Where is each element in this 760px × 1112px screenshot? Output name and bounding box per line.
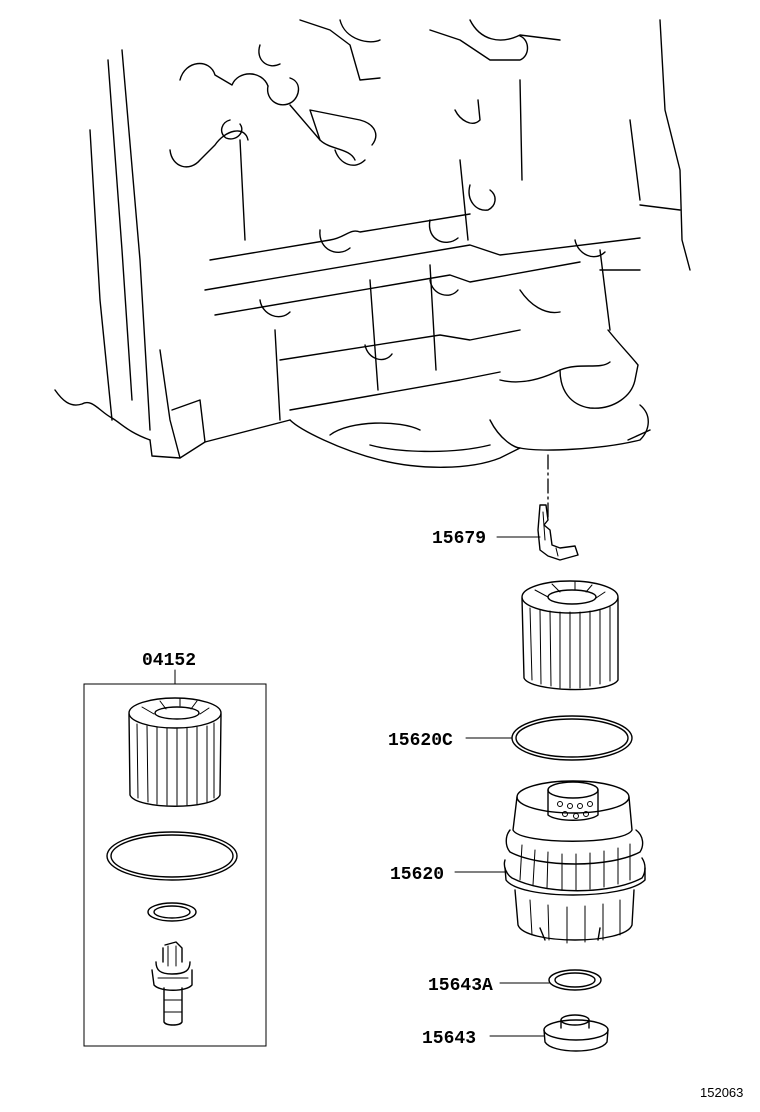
part-label-15643A: 15643A: [428, 976, 493, 996]
o-ring-15620C-inner: [515, 718, 629, 758]
part-label-15620C: 15620C: [388, 731, 453, 751]
part-label-15643: 15643: [422, 1029, 476, 1049]
kit-washer: [147, 902, 197, 922]
kit-filter-element-drawing: [128, 697, 222, 807]
washer-15643A-inner: [554, 972, 596, 988]
part-label-15620: 15620: [390, 865, 444, 885]
part-label-15679: 15679: [432, 529, 486, 549]
washer-15643A: [548, 969, 602, 991]
kit-o-ring-inner: [110, 834, 234, 878]
drain-plug-drawing: [543, 1014, 609, 1052]
kit-drain-plug-drawing: [151, 941, 193, 1026]
filter-cap-drawing: [503, 780, 646, 944]
part-label-04152: 04152: [142, 651, 196, 671]
engine-block-drawing: [54, 19, 691, 521]
kit-box-04152: [83, 683, 267, 1047]
o-ring-15620C: [511, 715, 633, 761]
kit-washer-inner: [153, 905, 191, 919]
kit-o-ring: [106, 831, 238, 881]
filter-element-drawing: [521, 580, 619, 691]
oil-sensor-clip-drawing: [537, 504, 579, 561]
figure-number: 152063: [700, 1085, 743, 1100]
